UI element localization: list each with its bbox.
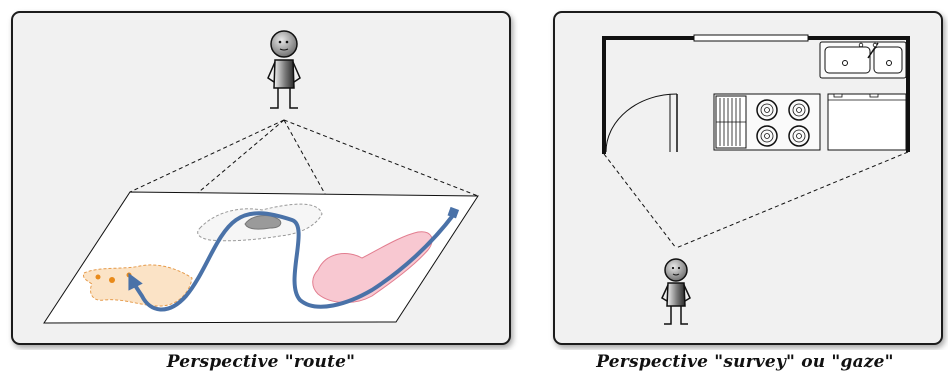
survey-perspective-panel: Perspective "survey" ou "gaze" [542, 0, 948, 382]
view-frustum [603, 151, 909, 249]
stove-icon [713, 93, 821, 151]
survey-perspective-figure [553, 11, 943, 345]
route-start-marker [447, 206, 460, 219]
door-swing [605, 93, 678, 153]
orange-point-1 [109, 277, 115, 283]
observer-left-icon [267, 30, 301, 109]
kitchen-floor-plan [602, 34, 910, 154]
orange-point-3 [126, 272, 132, 278]
caption-route: Perspective "route" [166, 352, 356, 372]
route-perspective-panel: Perspective "route" [11, 11, 511, 372]
orange-point-2 [95, 274, 101, 280]
sink-icon [819, 41, 907, 79]
route-perspective-figure [11, 11, 511, 345]
caption-survey: Perspective "survey" ou "gaze" [596, 352, 894, 372]
route-path [128, 211, 456, 312]
window [693, 34, 809, 42]
counter-icon [827, 93, 907, 151]
orange-region [83, 264, 193, 307]
grey-object [244, 215, 282, 230]
pink-region [312, 231, 433, 303]
observer-right-icon [661, 258, 691, 325]
